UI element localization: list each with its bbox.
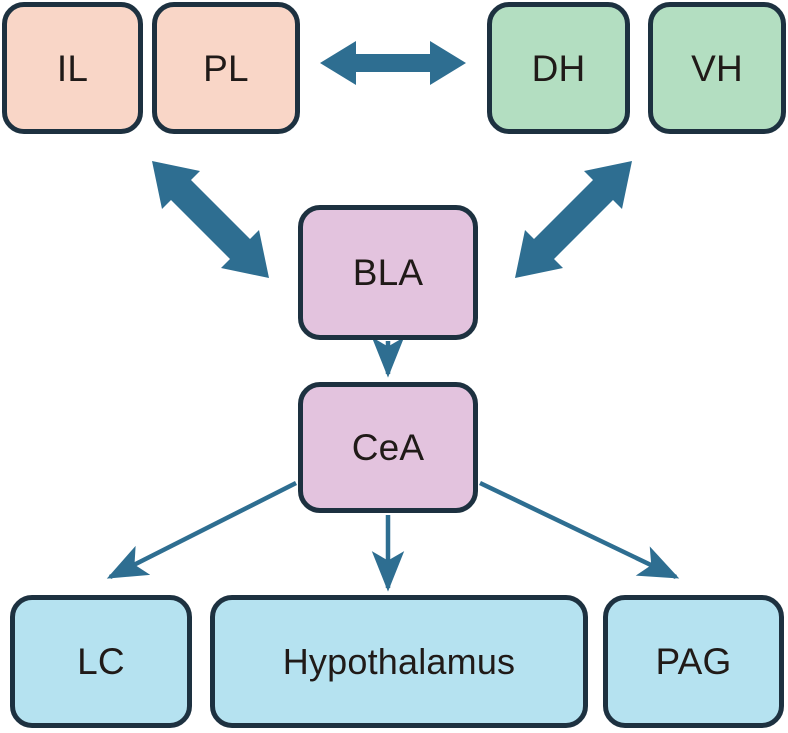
edge-cea-pag — [479, 480, 680, 580]
node-bla-label: BLA — [352, 252, 424, 293]
node-hypothalamus-label: Hypothalamus — [282, 640, 516, 682]
node-pl[interactable]: PL — [152, 2, 300, 134]
node-il[interactable]: IL — [2, 2, 143, 134]
node-vh[interactable]: VH — [648, 2, 786, 134]
node-dh-label: DH — [531, 47, 586, 89]
node-dh[interactable]: DH — [487, 2, 630, 134]
node-pl-label: PL — [203, 47, 249, 89]
edge-cea-lc — [106, 480, 298, 580]
edge-mpfc-bla — [152, 161, 269, 278]
node-lc-label: LC — [77, 641, 125, 682]
node-bla[interactable]: BLA — [298, 205, 478, 340]
node-vh-label: VH — [691, 47, 743, 89]
node-pag[interactable]: PAG — [603, 595, 784, 728]
node-cea-label: CeA — [351, 427, 425, 468]
node-lc[interactable]: LC — [10, 595, 192, 728]
edge-bla-dh — [515, 161, 632, 278]
node-cea[interactable]: CeA — [298, 382, 478, 513]
node-hypothalamus[interactable]: Hypothalamus — [210, 595, 588, 728]
node-il-label: IL — [56, 47, 89, 89]
node-pag-label: PAG — [655, 641, 732, 682]
edge-pl-dh — [320, 41, 466, 85]
